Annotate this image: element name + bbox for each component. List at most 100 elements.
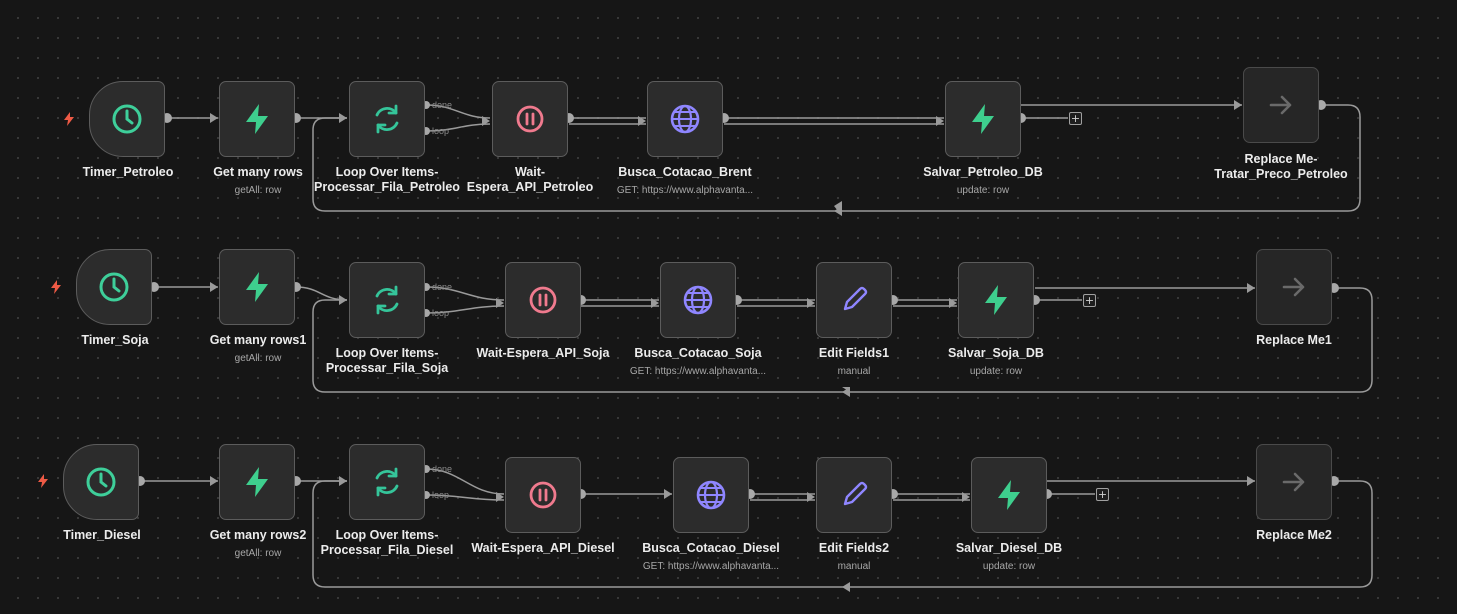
arrowhead [339, 295, 347, 305]
save-db-node[interactable] [971, 457, 1047, 533]
done-port-label: done [432, 282, 453, 292]
add-node-button[interactable]: + [1096, 488, 1109, 501]
arrowhead [210, 113, 218, 123]
arrowhead [936, 116, 944, 126]
loopback-arrowhead [842, 387, 850, 397]
node-label: Wait-Espera_API_Petroleo [466, 165, 594, 194]
arrowhead [834, 201, 842, 216]
supabase-icon [998, 480, 1020, 510]
node-label: Wait-Espera_API_Diesel [471, 541, 615, 555]
pause-icon [529, 286, 557, 314]
loopback-arrowhead [842, 582, 850, 592]
loop-over-items-node[interactable] [349, 262, 425, 338]
arrowhead [482, 116, 490, 126]
wait-node[interactable] [505, 262, 581, 338]
arrowhead [1247, 283, 1255, 293]
trigger-bolt-icon [38, 474, 48, 488]
refresh-icon [375, 285, 399, 315]
node-label: Loop Over Items-Processar_Fila_Petroleo [314, 165, 460, 194]
done-port-label: done [432, 464, 453, 474]
trigger-bolt-icon [64, 112, 74, 126]
globe-icon [696, 480, 726, 510]
wait-node[interactable] [505, 457, 581, 533]
arrowhead [210, 476, 218, 486]
replace-me-node[interactable] [1256, 249, 1332, 325]
clock-icon [86, 467, 116, 497]
pencil-icon [843, 286, 868, 311]
arrowhead [496, 298, 504, 308]
pause-icon [529, 481, 557, 509]
http-request-node[interactable] [673, 457, 749, 533]
globe-icon [683, 285, 713, 315]
clock-icon [112, 104, 142, 134]
arrow-right-icon [1269, 95, 1292, 115]
replace-me-node[interactable] [1256, 444, 1332, 520]
node-label: Loop Over Items-Processar_Fila_Soja [325, 346, 449, 375]
edit-fields-node[interactable] [816, 262, 892, 338]
refresh-icon [375, 104, 399, 134]
clock-icon [99, 272, 129, 302]
trigger-bolt-icon [51, 280, 61, 294]
supabase-icon [246, 104, 268, 134]
supabase-icon [246, 467, 268, 497]
arrowhead [664, 489, 672, 499]
replace-me-node[interactable] [1243, 67, 1319, 143]
timer-node[interactable] [63, 444, 139, 520]
refresh-icon [375, 467, 399, 497]
node-label: Replace Me1 [1256, 333, 1332, 347]
timer-node[interactable] [89, 81, 165, 157]
pencil-icon [843, 481, 868, 506]
get-many-rows-node[interactable] [219, 249, 295, 325]
http-request-node[interactable] [647, 81, 723, 157]
arrowhead [949, 298, 957, 308]
timer-node[interactable] [76, 249, 152, 325]
arrowhead [1234, 100, 1242, 110]
node-label: Replace Me-Tratar_Preco_Petroleo [1214, 152, 1348, 181]
done-port-label: done [432, 100, 453, 110]
globe-icon [670, 104, 700, 134]
loop-over-items-node[interactable] [349, 81, 425, 157]
loop-port-label: loop [432, 126, 450, 136]
loopback-arrowhead [834, 206, 842, 216]
edit-fields-node[interactable] [816, 457, 892, 533]
save-db-node[interactable] [958, 262, 1034, 338]
add-node-button[interactable]: + [1083, 294, 1096, 307]
loop-port-label: loop [432, 490, 450, 500]
supabase-icon [985, 285, 1007, 315]
http-request-node[interactable] [660, 262, 736, 338]
arrowhead [651, 298, 659, 308]
connection [295, 286, 348, 301]
node-label: Timer_Diesel [63, 528, 141, 542]
arrowhead [638, 116, 646, 126]
arrowhead [807, 492, 815, 502]
node-label: Loop Over Items-Processar_Fila_Diesel [320, 528, 454, 557]
arrow-right-icon [1282, 277, 1305, 297]
get-many-rows-node[interactable] [219, 81, 295, 157]
loop-over-items-node[interactable] [349, 444, 425, 520]
arrowhead [842, 387, 850, 392]
add-node-button[interactable]: + [1069, 112, 1082, 125]
arrowhead [339, 113, 347, 123]
arrowhead [962, 492, 970, 502]
arrowhead [210, 282, 218, 292]
node-label: Timer_Soja [81, 333, 149, 347]
node-label: Timer_Petroleo [82, 165, 174, 179]
supabase-icon [972, 104, 994, 134]
arrowhead [1247, 476, 1255, 486]
supabase-icon [246, 272, 268, 302]
save-db-node[interactable] [945, 81, 1021, 157]
pause-icon [516, 105, 544, 133]
get-many-rows-node[interactable] [219, 444, 295, 520]
arrowhead [339, 476, 347, 486]
wait-node[interactable] [492, 81, 568, 157]
